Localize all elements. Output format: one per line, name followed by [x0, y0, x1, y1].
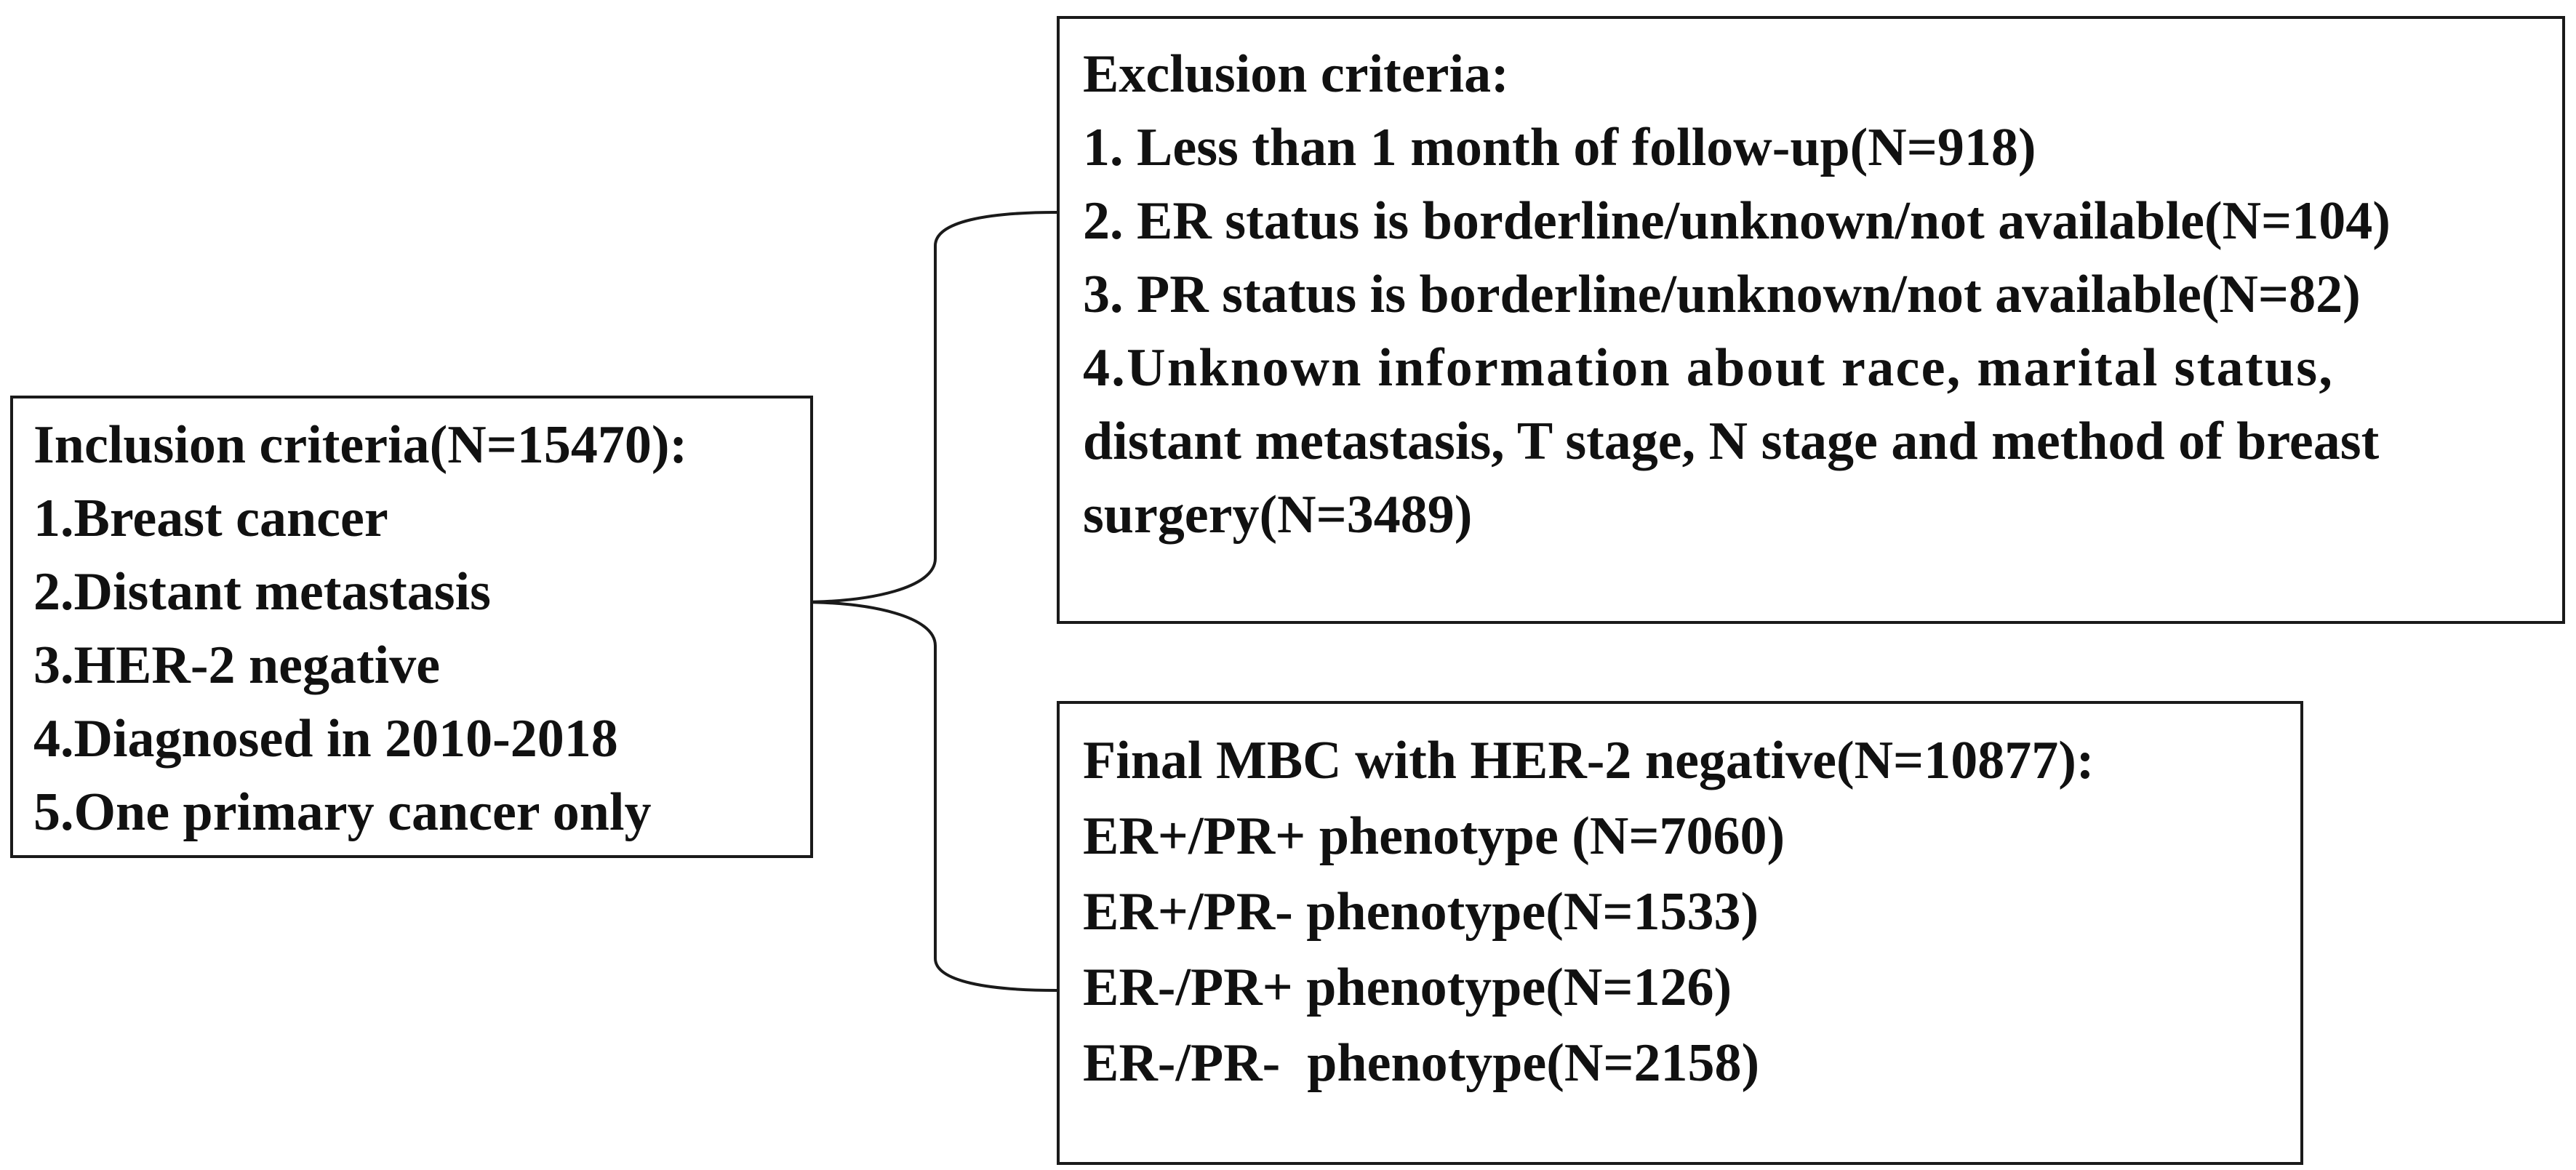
brace-upper-arm — [798, 211, 1057, 604]
inclusion-item: 4.Diagnosed in 2010-2018 — [33, 709, 618, 769]
brace-lower-arm — [798, 601, 1057, 992]
inclusion-title: Inclusion criteria(N=15470): — [33, 415, 688, 475]
final-title: Final MBC with HER-2 negative(N=10877): — [1083, 731, 2095, 790]
phenotype-item: ER+/PR- phenotype(N=1533) — [1083, 882, 1759, 942]
exclusion-title: Exclusion criteria: — [1083, 44, 1509, 104]
inclusion-criteria-box: Inclusion criteria(N=15470): 1.Breast ca… — [10, 396, 813, 858]
exclusion-item: 1. Less than 1 month of follow-up(N=918) — [1083, 118, 2036, 177]
inclusion-item: 5.One primary cancer only — [33, 782, 652, 842]
exclusion-item: 4.Unknown information about race, marita… — [1083, 338, 2335, 398]
phenotype-item: ER-/PR+ phenotype(N=126) — [1083, 958, 1732, 1017]
exclusion-item-continuation: surgery(N=3489) — [1083, 485, 1473, 545]
inclusion-item: 2.Distant metastasis — [33, 562, 491, 622]
inclusion-item: 3.HER-2 negative — [33, 636, 441, 695]
exclusion-criteria-box: Exclusion criteria: 1. Less than 1 month… — [1057, 16, 2565, 624]
phenotype-item: ER+/PR+ phenotype (N=7060) — [1083, 806, 1785, 866]
exclusion-item-continuation: distant metastasis, T stage, N stage and… — [1083, 412, 2380, 471]
exclusion-item: 2. ER status is borderline/unknown/not a… — [1083, 191, 2391, 251]
inclusion-item: 1.Breast cancer — [33, 489, 388, 548]
phenotype-item: ER-/PR- phenotype(N=2158) — [1083, 1033, 1760, 1093]
final-cohort-box: Final MBC with HER-2 negative(N=10877): … — [1057, 701, 2303, 1165]
exclusion-item: 3. PR status is borderline/unknown/not a… — [1083, 265, 2361, 324]
